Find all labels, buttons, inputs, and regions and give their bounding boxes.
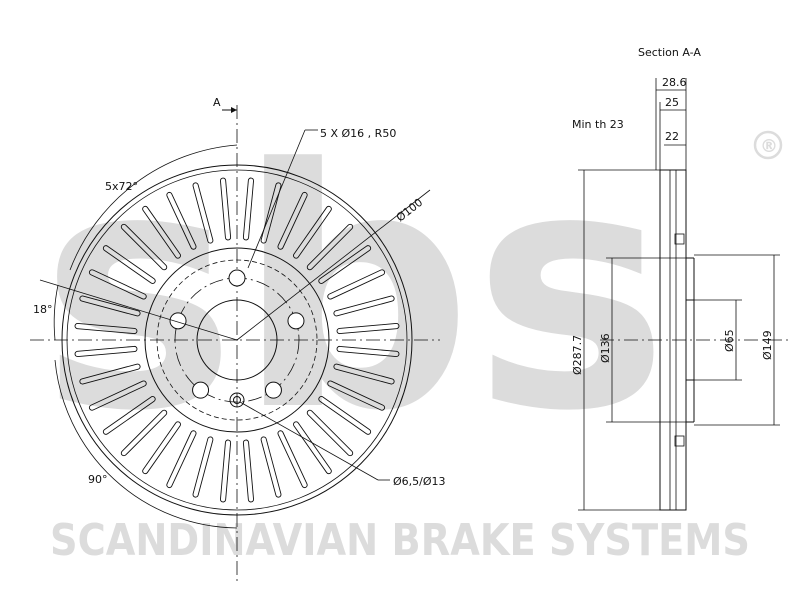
vent-slot xyxy=(327,269,385,300)
vent-slot xyxy=(79,295,141,317)
pitch-leader xyxy=(236,189,431,341)
outer-rim xyxy=(61,164,413,516)
bolt-leader xyxy=(247,129,306,269)
quarter-angle-label: 90° xyxy=(88,473,108,486)
vent-slot xyxy=(89,380,147,411)
bolt-hole xyxy=(228,269,246,287)
dim-hat-diameter: Ø149 xyxy=(761,330,774,360)
section-marker-label: A xyxy=(213,96,221,109)
vent-slot xyxy=(79,363,141,385)
vent-slot xyxy=(89,269,147,300)
vent-slot xyxy=(333,363,395,385)
offset-angle-label: 18° xyxy=(33,303,53,316)
dim-hat-height: 25 xyxy=(665,96,679,109)
vent-slot xyxy=(142,421,181,475)
bolt-pattern-label: 5 X Ø16 , R50 xyxy=(320,127,396,140)
vent-slot xyxy=(120,223,168,271)
front-view: A 5 X Ø16 , R50 Ø100 Ø6,5/Ø13 5x72° 18 xyxy=(30,96,446,585)
vent-slot xyxy=(318,396,372,435)
vent-slot xyxy=(142,205,181,259)
vent-slot xyxy=(166,430,197,488)
angle-18-line xyxy=(39,279,238,341)
angle-arc-72 xyxy=(69,144,238,271)
registered-circle xyxy=(753,130,783,160)
section-marker: A xyxy=(213,96,237,113)
vent-slot xyxy=(293,205,332,259)
vent-slot xyxy=(192,182,214,244)
vent-slot xyxy=(277,430,308,488)
vent-slot xyxy=(333,295,395,317)
vent-slot xyxy=(327,380,385,411)
vent-slot xyxy=(336,345,400,357)
dim-inner-diameter: Ø136 xyxy=(599,333,612,363)
vent-slot xyxy=(277,192,308,250)
dim-outer-diameter: Ø287.7 xyxy=(571,335,584,375)
locating-hole xyxy=(229,392,245,408)
section-title: Section A-A xyxy=(638,46,701,59)
vent-slot xyxy=(220,177,232,241)
section-view: Section A-A Min th 23 28.6 25 22 xyxy=(571,46,790,511)
vent-slot xyxy=(306,223,354,271)
bolt-hole xyxy=(287,312,305,330)
small-hole-label: Ø6,5/Ø13 xyxy=(393,475,446,488)
vent-slot xyxy=(220,439,232,503)
vent-slot xyxy=(260,436,282,498)
hat-outer xyxy=(144,247,330,433)
vent-slot xyxy=(242,177,254,241)
bolt-holes xyxy=(169,269,305,399)
outer-rim-inner xyxy=(66,169,408,511)
cooling-vents xyxy=(74,177,400,503)
dim-disc-thickness: 22 xyxy=(665,130,679,143)
vent-slot xyxy=(318,245,372,284)
center-bore xyxy=(196,299,278,381)
bolt-angle-label: 5x72° xyxy=(105,180,138,193)
vent-slot xyxy=(336,323,400,335)
registered-mark: ® xyxy=(760,136,778,157)
vent-slot xyxy=(74,345,138,357)
vent-slot xyxy=(102,396,156,435)
vent-slot xyxy=(260,182,282,244)
min-thickness-label: Min th 23 xyxy=(572,118,624,131)
angle-arc-18 xyxy=(53,284,59,341)
vent-slot xyxy=(102,245,156,284)
vent-slot xyxy=(306,409,354,457)
vent-slot xyxy=(293,421,332,475)
vent-slot xyxy=(192,436,214,498)
dim-center-bore: Ø65 xyxy=(723,329,736,352)
footer-brand: SCANDINAVIAN BRAKE SYSTEMS xyxy=(50,515,750,566)
dim-overall-height: 28.6 xyxy=(662,76,687,89)
vent-slot xyxy=(120,409,168,457)
vent-slot xyxy=(74,323,138,335)
bolt-hole xyxy=(264,381,282,399)
bolt-hole xyxy=(192,381,210,399)
small-hole-leader xyxy=(239,401,379,481)
angle-arc-90 xyxy=(54,359,238,529)
vent-slot xyxy=(166,192,197,250)
bolt-hole xyxy=(169,312,187,330)
hat-inner-hidden xyxy=(156,259,318,421)
vent-slot xyxy=(242,439,254,503)
